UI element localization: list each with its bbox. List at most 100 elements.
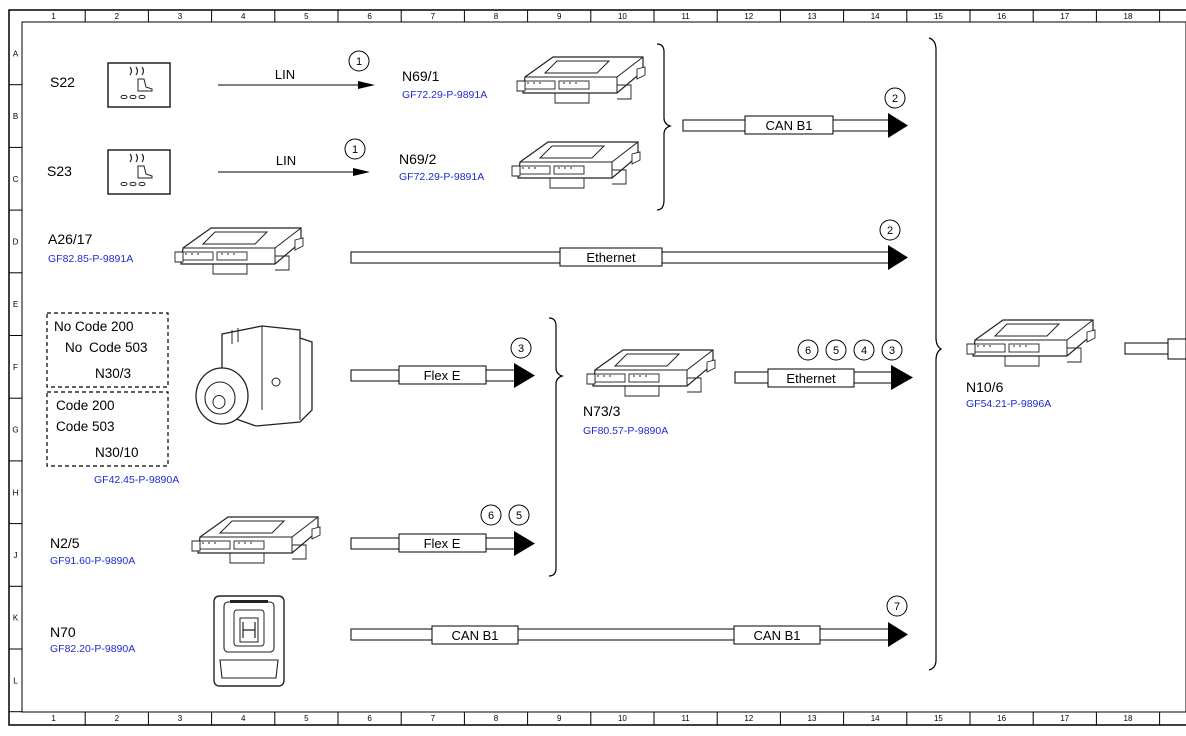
lin-label: LIN: [276, 153, 296, 168]
flex-e-label: Flex E: [424, 368, 461, 383]
ethernet-bus-a26: Ethernet 2: [350, 219, 908, 270]
seat-heater-switch-icon: [107, 62, 171, 108]
column-number: 7: [431, 714, 436, 723]
n30-3-label: N30/3: [95, 366, 131, 381]
column-number: 5: [304, 12, 309, 21]
n10-6-ref-link[interactable]: GF54.21-P-9896A: [966, 398, 1051, 410]
can-b1-label: CAN B1: [766, 118, 813, 133]
outgoing-bus-stub: [1124, 338, 1186, 360]
n30-3-code-line1: No Code 200: [54, 319, 134, 334]
column-number: 15: [934, 714, 943, 723]
lin-label: LIN: [275, 67, 295, 82]
column-number: 10: [618, 714, 627, 723]
ethernet-label: Ethernet: [786, 371, 836, 386]
column-number: 3: [178, 12, 183, 21]
flex-e-bus-bottom: Flex E 6 5: [350, 504, 535, 556]
can-b1-label: CAN B1: [452, 628, 499, 643]
column-number: 9: [557, 714, 562, 723]
n69-2-block: N69/2 GF72.29-P-9891A: [399, 141, 641, 189]
marker-2: 2: [892, 93, 898, 105]
column-number: 2: [115, 12, 120, 21]
marker-6: 6: [805, 345, 811, 357]
steering-lock-icon: [195, 325, 313, 427]
n69-1-ref-link[interactable]: GF72.29-P-9891A: [402, 89, 487, 101]
n69-2-ref-link[interactable]: GF72.29-P-9891A: [399, 171, 484, 183]
n69-1-label: N69/1: [402, 68, 440, 84]
column-number: 2: [115, 714, 120, 723]
column-number: 8: [494, 714, 499, 723]
n30-10-label: N30/10: [95, 445, 139, 460]
column-number: 15: [934, 12, 943, 21]
can-b1-bus-top: CAN B1 2: [682, 87, 908, 138]
control-unit-icon: [966, 319, 1096, 367]
column-number: 3: [178, 714, 183, 723]
row-letter: A: [13, 49, 19, 58]
ethernet-bus-n73: Ethernet 6 5 4 3: [734, 339, 913, 390]
control-unit-icon: [516, 56, 646, 104]
lin-bus-bottom: LIN 1: [218, 138, 370, 176]
column-number: 18: [1124, 714, 1133, 723]
n69-2-label: N69/2: [399, 151, 437, 167]
column-number: 4: [241, 12, 246, 21]
n30-3-box: No Code 200 No Code 503 N30/3: [46, 312, 169, 388]
n30-3-code-line2: Code 503: [89, 340, 148, 355]
column-number: 1: [51, 714, 56, 723]
column-number: 14: [871, 714, 880, 723]
brace-n73: [548, 317, 564, 577]
s23-block: S23: [47, 149, 171, 195]
n30-10-box: Code 200 Code 503 N30/10 GF42.45-P-9890A: [46, 391, 179, 486]
row-letter: D: [13, 237, 19, 246]
marker-5: 5: [516, 510, 522, 522]
marker-1: 1: [352, 144, 358, 156]
n73-3-ref-link[interactable]: GF80.57-P-9890A: [583, 425, 668, 437]
can-b1-label: CAN B1: [754, 628, 801, 643]
row-letter: B: [13, 112, 18, 121]
column-number: 6: [367, 714, 372, 723]
n70-ref-link[interactable]: GF82.20-P-9890A: [50, 643, 135, 655]
overhead-control-panel-icon: [213, 595, 285, 687]
n30-10-ref-link[interactable]: GF42.45-P-9890A: [94, 474, 179, 486]
column-number: 4: [241, 714, 246, 723]
control-unit-icon: [511, 141, 641, 189]
a26-17-label: A26/17: [48, 231, 93, 247]
ethernet-label: Ethernet: [586, 250, 636, 265]
brace-n69: [656, 43, 672, 211]
n30-10-code-line2: Code 503: [56, 419, 115, 434]
column-number: 16: [997, 12, 1006, 21]
n69-1-block: N69/1 GF72.29-P-9891A: [402, 56, 646, 104]
row-letter: J: [14, 551, 18, 560]
a26-17-ref-link[interactable]: GF82.85-P-9891A: [48, 253, 133, 265]
column-number: 9: [557, 12, 562, 21]
column-number: 10: [618, 12, 627, 21]
flex-e-label: Flex E: [424, 536, 461, 551]
border-frame: [8, 9, 1186, 726]
can-b1-bus-n70: CAN B1 CAN B1 7: [350, 595, 908, 647]
column-number: 17: [1060, 714, 1069, 723]
lin-bus-top: LIN 1: [218, 50, 375, 89]
n2-5-ref-link[interactable]: GF91.60-P-9890A: [50, 555, 135, 567]
column-number: 11: [681, 12, 690, 21]
s23-label: S23: [47, 163, 72, 179]
row-letter: E: [13, 300, 18, 309]
seat-heater-switch-icon: [107, 149, 171, 195]
row-letter: G: [12, 426, 18, 435]
n10-6-label: N10/6: [966, 379, 1004, 395]
column-number: 13: [808, 714, 817, 723]
control-unit-icon: [586, 349, 716, 397]
column-number: 1: [51, 12, 56, 21]
row-letter: F: [13, 363, 18, 372]
marker-4: 4: [861, 345, 867, 357]
marker-3: 3: [889, 345, 895, 357]
marker-6: 6: [488, 510, 494, 522]
row-letter: L: [13, 676, 18, 685]
control-unit-icon: [174, 227, 304, 275]
n73-3-label: N73/3: [583, 403, 621, 419]
marker-5: 5: [833, 345, 839, 357]
column-number: 5: [304, 714, 309, 723]
n30-3-code-prefix: No: [65, 340, 82, 355]
column-number: 18: [1124, 12, 1133, 21]
brace-main: [928, 37, 943, 671]
column-number: 17: [1060, 12, 1069, 21]
